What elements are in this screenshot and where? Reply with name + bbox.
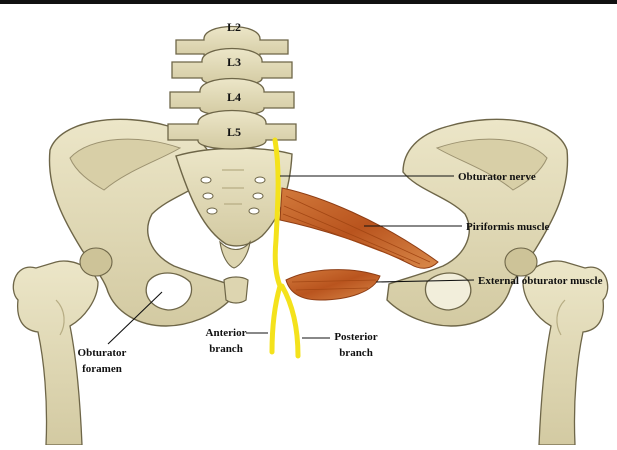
posterior-branch [282, 286, 298, 356]
top-rule [0, 0, 617, 4]
right-femur [523, 261, 608, 445]
vertebra-l3-label: L3 [227, 55, 241, 69]
anterior-branch-label-line1: Anterior [206, 327, 247, 339]
obturator-foramen-label-line2: foramen [82, 363, 122, 375]
vertebra-l4-label: L4 [227, 90, 241, 104]
posterior-branch-label-line1: Posterior [334, 331, 377, 343]
anterior-branch-label-line2: branch [209, 343, 243, 355]
piriformis-muscle [280, 188, 438, 268]
vertebra-l2-label: L2 [227, 20, 241, 34]
lumbar-spine: L2 L3 L4 L5 [168, 20, 296, 149]
obturator-nerve-label: Obturator nerve [458, 171, 536, 183]
external-obturator-muscle-label: External obturator muscle [478, 275, 603, 287]
obturator-foramen-label-line1: Obturator [78, 347, 127, 359]
posterior-branch-label-line2: branch [339, 347, 373, 359]
piriformis-muscle-label: Piriformis muscle [466, 221, 550, 233]
vertebra-l5-label: L5 [227, 125, 241, 139]
anterior-branch [272, 286, 280, 352]
external-obturator-muscle [286, 270, 380, 300]
pubic-symphysis [224, 277, 248, 303]
